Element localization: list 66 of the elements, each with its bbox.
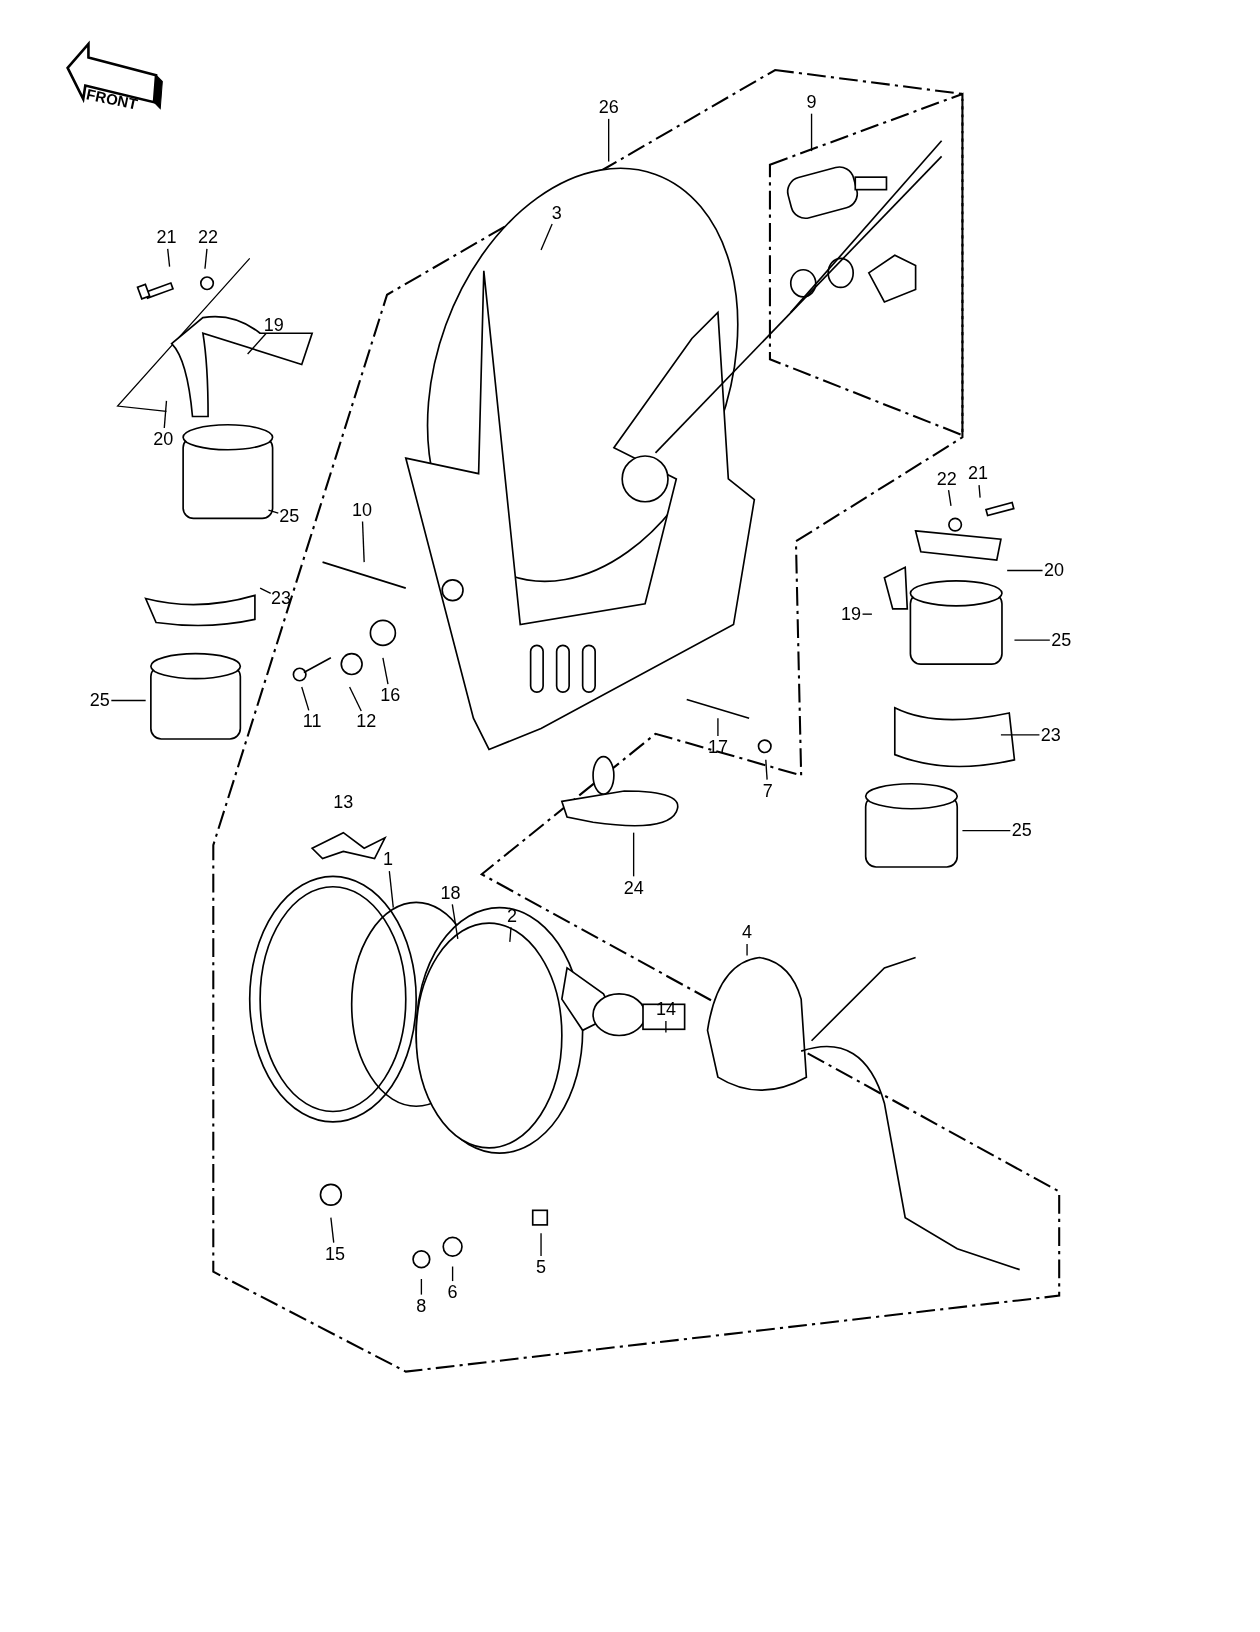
- leader-line: [382, 657, 389, 685]
- callout-number: 22: [936, 468, 957, 489]
- leader-line: [246, 332, 267, 355]
- leader-line: [717, 717, 719, 737]
- leader-line: [1000, 734, 1041, 736]
- leader-line: [746, 943, 748, 957]
- leader-line: [961, 829, 1011, 832]
- leader-line: [1013, 639, 1051, 641]
- callout-number: 12: [356, 711, 377, 732]
- callout-number: 19: [263, 314, 284, 335]
- leader-line: [163, 400, 168, 429]
- callout-number: 25: [89, 690, 110, 711]
- callout-number: 21: [968, 463, 989, 484]
- leader-line: [1006, 569, 1044, 572]
- leader-line: [451, 903, 459, 940]
- leader-line: [608, 118, 610, 163]
- callout-number: 1: [383, 849, 394, 870]
- callout-number: 9: [806, 91, 817, 112]
- leader-line: [259, 587, 272, 595]
- callout-number: 18: [440, 882, 461, 903]
- leader-line: [267, 509, 279, 514]
- leader-line: [301, 686, 310, 712]
- callout-number: 13: [333, 792, 354, 813]
- leader-line: [540, 1232, 542, 1257]
- callout-number: 15: [325, 1243, 346, 1264]
- leader-line: [810, 113, 813, 152]
- callout-number: 10: [352, 499, 373, 520]
- callout-number: 26: [598, 97, 619, 118]
- leader-line: [765, 759, 768, 781]
- leader-line: [509, 926, 512, 943]
- callout-number: 21: [156, 227, 177, 248]
- leader-line: [451, 1265, 454, 1282]
- callout-number: 17: [707, 737, 728, 758]
- leader-line: [632, 831, 635, 878]
- callout-number: 4: [742, 922, 753, 943]
- callout-number: 3: [551, 203, 562, 224]
- leader-line: [861, 613, 873, 615]
- callout-number: 6: [447, 1282, 458, 1303]
- callout-number: 25: [1011, 820, 1032, 841]
- callout-number: 8: [416, 1295, 427, 1316]
- callout-number: 25: [279, 506, 300, 527]
- leader-line: [167, 248, 171, 268]
- callout-number: 20: [1043, 560, 1064, 581]
- callout-number: 24: [623, 877, 644, 898]
- leader-line: [361, 520, 365, 563]
- callout-number: 5: [536, 1257, 547, 1278]
- leader-line: [330, 1216, 335, 1244]
- leader-line: [204, 248, 208, 270]
- callout-number: 22: [198, 227, 219, 248]
- leader-line: [978, 484, 981, 499]
- leader-line: [947, 489, 952, 507]
- callout-number: 20: [153, 429, 174, 450]
- leader-line: [665, 1020, 667, 1034]
- callout-number: 7: [762, 780, 773, 801]
- leader-line: [540, 223, 553, 251]
- direction-label: FRONT: [85, 85, 140, 113]
- callout-number: 23: [270, 588, 291, 609]
- leader-line: [110, 699, 147, 702]
- callout-number: 11: [302, 711, 322, 732]
- leader-line: [420, 1278, 423, 1296]
- callout-number: 23: [1040, 724, 1061, 745]
- leader-line: [388, 870, 394, 909]
- leader-line: [348, 686, 362, 712]
- callout-number: 19: [841, 603, 862, 624]
- callout-number: 16: [380, 685, 401, 705]
- callout-number: 25: [1051, 629, 1072, 650]
